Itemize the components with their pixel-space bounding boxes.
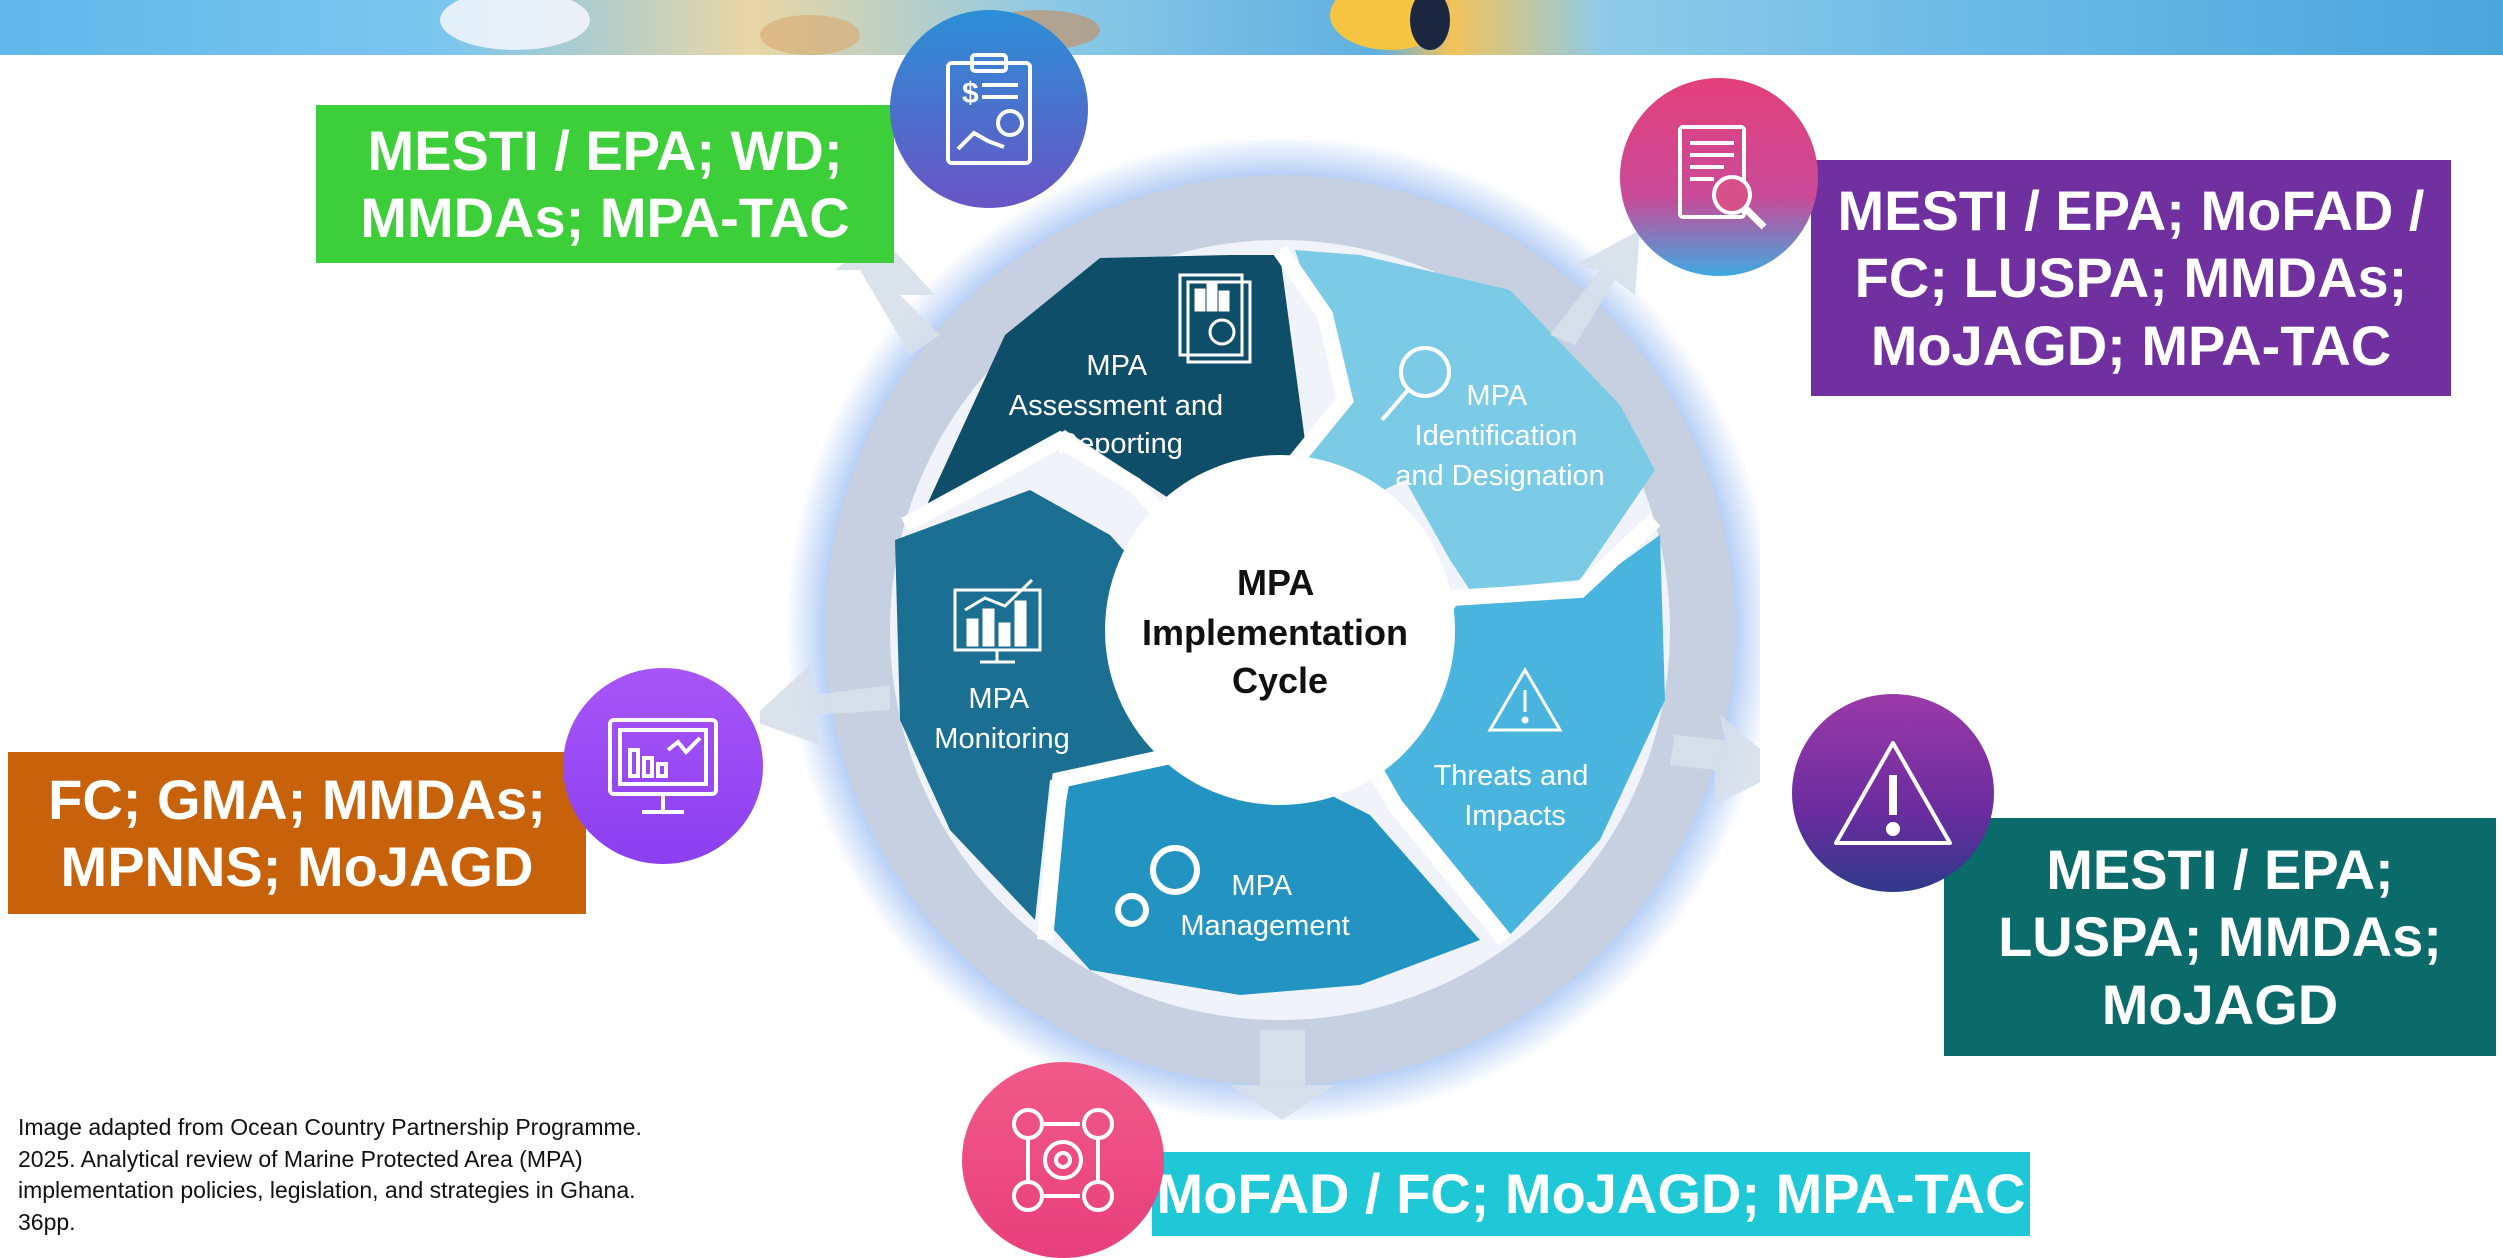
box-line: FC; LUSPA; MMDAs; bbox=[1854, 246, 2408, 310]
report-clipboard-icon: $ bbox=[890, 10, 1088, 208]
source-caption: Image adapted from Ocean Country Partner… bbox=[18, 1114, 642, 1236]
center-title: MPA Implementation Cycle bbox=[1142, 562, 1418, 701]
center-circle bbox=[1105, 455, 1455, 805]
svg-text:$: $ bbox=[962, 77, 979, 110]
cycle-diagram: MPA Implementation Cycle MPA Assessment … bbox=[760, 140, 1760, 1120]
management-process-icon bbox=[962, 1062, 1164, 1258]
box-line: MESTI / EPA; MoFAD / bbox=[1837, 179, 2425, 243]
segment-identification bbox=[1260, 250, 1655, 590]
report-document-icon bbox=[1178, 273, 1252, 364]
identification-label: MPA Identification and Designation bbox=[1395, 380, 1605, 492]
document-search-icon bbox=[1620, 78, 1818, 276]
arrow-top-right bbox=[1550, 230, 1640, 345]
stakeholders-box-left: FC; GMA; MMDAs;MPNNS; MoJAGD bbox=[8, 752, 586, 914]
arrow-left bbox=[760, 665, 890, 745]
box-line: FC; GMA; MMDAs; bbox=[48, 767, 546, 831]
box-line: MESTI / EPA; WD; bbox=[367, 118, 843, 182]
stakeholders-box-top-right: MESTI / EPA; MoFAD /FC; LUSPA; MMDAs;MoJ… bbox=[1811, 160, 2451, 396]
arrow-top-left bbox=[835, 235, 940, 355]
monitoring-label: MPA Monitoring bbox=[934, 683, 1069, 755]
box-line: MPNNS; MoJAGD bbox=[60, 835, 534, 898]
gears-icon bbox=[1115, 845, 1200, 927]
warning-icon bbox=[1487, 667, 1563, 732]
arrow-bottom bbox=[1230, 1030, 1335, 1120]
arrow-right bbox=[1670, 715, 1760, 805]
box-line: MoJAGD bbox=[2101, 972, 2339, 1036]
segment-threats bbox=[1330, 535, 1665, 940]
magnifier-icon bbox=[1380, 346, 1451, 422]
box-line: MMDAs; MPA-TAC bbox=[360, 186, 850, 249]
stakeholders-box-bottom: MoFAD / FC; MoJAGD; MPA-TAC bbox=[1152, 1152, 2030, 1236]
box-line: MoFAD / FC; MoJAGD; MPA-TAC bbox=[1156, 1162, 2026, 1226]
stakeholders-box-right: MESTI / EPA;LUSPA; MMDAs;MoJAGD bbox=[1944, 818, 2496, 1056]
threats-label: Threats and Impacts bbox=[1434, 760, 1597, 832]
management-label: MPA Management bbox=[1180, 870, 1349, 942]
monitor-dashboard-icon bbox=[563, 668, 763, 864]
box-line: MoJAGD; MPA-TAC bbox=[1870, 313, 2392, 377]
separator-right bbox=[1419, 514, 1661, 608]
box-line: MESTI / EPA; bbox=[2046, 838, 2394, 902]
separator-bottom-left bbox=[1037, 747, 1177, 941]
separator-top bbox=[1273, 245, 1354, 486]
stakeholders-box-top-left: MESTI / EPA; WD;MMDAs; MPA-TAC bbox=[316, 105, 894, 263]
chart-monitor-icon bbox=[953, 578, 1042, 664]
warning-triangle-icon bbox=[1792, 694, 1994, 892]
segment-management bbox=[1045, 755, 1480, 995]
header-banner-image bbox=[0, 0, 2503, 55]
assessment-label: MPA Assessment and Reporting bbox=[1009, 350, 1231, 460]
box-line: LUSPA; MMDAs; bbox=[1998, 905, 2442, 969]
